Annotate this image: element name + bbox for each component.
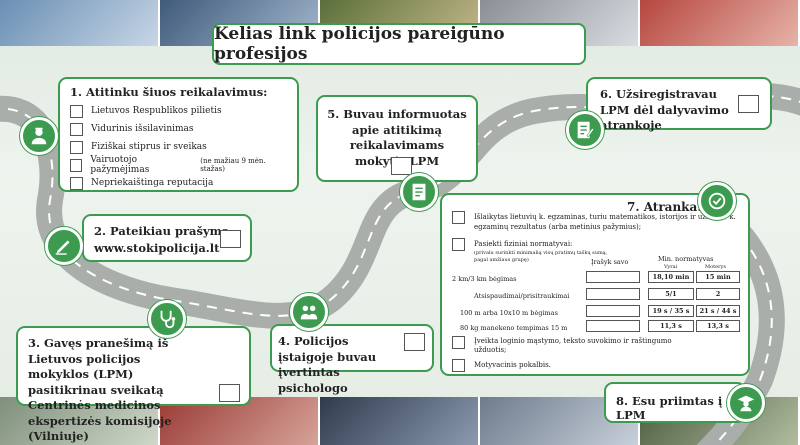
requirement-row: Nepriekaištinga reputacija bbox=[70, 174, 287, 192]
photo-shooting bbox=[0, 0, 160, 46]
step-2-link[interactable]: www.stokipolicija.lt bbox=[94, 241, 220, 255]
step-4-checkbox[interactable] bbox=[404, 333, 425, 351]
requirement-label: Nepriekaištinga reputacija bbox=[91, 178, 214, 188]
women-norm: 15 min bbox=[696, 271, 740, 283]
col-min-header: Min. normatyvas bbox=[658, 255, 714, 263]
exam-text: Išlaikytas lietuvių k. egzaminas, turiu … bbox=[474, 213, 736, 231]
interview-checkbox[interactable] bbox=[452, 359, 465, 372]
step-5-checkbox[interactable] bbox=[391, 157, 412, 175]
fitness-row-label: 2 km/3 km bėgimas bbox=[452, 275, 517, 283]
requirement-row: Fiziškai stiprus ir sveikas bbox=[70, 138, 287, 156]
logic-text: Įveikta loginio mąstymo, teksto suvokimo… bbox=[474, 337, 672, 355]
fitness-row-label: 80 kg manekeno tempimas 15 m bbox=[460, 324, 568, 332]
requirement-checkbox[interactable] bbox=[70, 176, 83, 190]
step-3-text: 3. Gavęs pranešimą iš Lietuvos policijos… bbox=[28, 336, 172, 444]
fitness-checkbox[interactable] bbox=[452, 238, 465, 251]
requirement-row: Vairuotojo pažymėjimas (ne mažiau 9 mėn.… bbox=[70, 155, 287, 175]
requirement-label: Fiziškai stiprus ir sveikas bbox=[91, 142, 207, 152]
step-1-heading: 1. Atitinku šiuos reikalavimus: bbox=[70, 85, 268, 99]
men-norm: 18,10 min bbox=[648, 271, 694, 283]
photo-police-cars bbox=[320, 397, 480, 445]
requirement-row: Lietuvos Respublikos pilietis bbox=[70, 102, 287, 120]
page-title: Kelias link policijos pareigūno profesij… bbox=[212, 23, 586, 65]
fitness-note: (privalu surinkti minimalią visų pratimų… bbox=[474, 250, 608, 263]
interview-text: Motyvacinis pokalbis. bbox=[474, 361, 551, 369]
check-badge-icon bbox=[698, 182, 736, 220]
step-7-box: 7. Atranka: Išlaikytas lietuvių k. egzam… bbox=[440, 193, 750, 376]
requirement-checkbox[interactable] bbox=[70, 158, 83, 172]
step-8-box: 8. Esu priimtas į LPM bbox=[604, 382, 746, 423]
fitness-text: Pasiekti fiziniai normatyvai: bbox=[474, 240, 573, 248]
photo-track bbox=[640, 0, 800, 46]
men-norm: 19 s / 35 s bbox=[648, 305, 694, 317]
step-2-checkbox[interactable] bbox=[220, 230, 241, 248]
step-3-box: 3. Gavęs pranešimą iš Lietuvos policijos… bbox=[16, 326, 251, 443]
people-icon bbox=[290, 293, 328, 331]
document-icon bbox=[400, 173, 438, 211]
step-4-box: 4. Policijos įstaigoje buvau įvertintas … bbox=[270, 324, 434, 395]
step-5-box: 5. Buvau informuotas apie atitikimą reik… bbox=[316, 95, 478, 182]
step-8-text: 8. Esu priimtas į LPM bbox=[616, 394, 723, 422]
women-norm: 2 bbox=[696, 288, 740, 300]
step-5-text: 5. Buvau informuotas apie atitikimą reik… bbox=[327, 107, 467, 168]
form-icon bbox=[566, 111, 604, 149]
step-4-text: 4. Policijos įstaigoje buvau įvertintas … bbox=[278, 334, 377, 395]
own-result-input[interactable] bbox=[586, 305, 640, 317]
step-6-checkbox[interactable] bbox=[738, 95, 759, 113]
step-6-text: 6. Užsiregistravau LPM dėl dalyvavimo at… bbox=[600, 87, 729, 133]
step-2-title: 2. Pateikiau prašymą bbox=[94, 224, 230, 238]
requirement-row: Vidurinis išsilavinimas bbox=[70, 120, 287, 138]
logic-checkbox[interactable] bbox=[452, 336, 465, 349]
requirement-label: Lietuvos Respublikos pilietis bbox=[91, 106, 222, 116]
col-women-header: Moterys bbox=[705, 264, 726, 270]
own-result-input[interactable] bbox=[586, 271, 640, 283]
graduate-icon bbox=[727, 384, 765, 422]
men-norm: 11,3 s bbox=[648, 320, 694, 332]
requirement-checkbox[interactable] bbox=[70, 122, 83, 136]
own-result-input[interactable] bbox=[586, 320, 640, 332]
stethoscope-icon bbox=[148, 300, 186, 338]
fitness-row-label: 100 m arba 10x10 m bėgimas bbox=[460, 309, 558, 317]
women-norm: 13,3 s bbox=[696, 320, 740, 332]
step-1-box: 1. Atitinku šiuos reikalavimus: Lietuvos… bbox=[58, 77, 299, 192]
own-result-input[interactable] bbox=[586, 288, 640, 300]
step-2-box: 2. Pateikiau prašymą www.stokipolicija.l… bbox=[82, 214, 252, 262]
pen-icon bbox=[45, 227, 83, 265]
col-own-header: Įrašyk savo bbox=[591, 258, 629, 266]
fitness-row-label: Atsispaudimai/prisitraukimai bbox=[474, 292, 570, 300]
exam-checkbox[interactable] bbox=[452, 211, 465, 224]
requirement-label: Vidurinis išsilavinimas bbox=[91, 124, 194, 134]
requirement-checkbox[interactable] bbox=[70, 104, 83, 118]
officer-icon bbox=[20, 117, 58, 155]
requirement-checkbox[interactable] bbox=[70, 140, 83, 154]
col-men-header: Vyrai bbox=[664, 264, 678, 270]
men-norm: 5/1 bbox=[648, 288, 694, 300]
requirement-label: Vairuotojo pažymėjimas bbox=[90, 155, 150, 175]
women-norm: 21 s / 44 s bbox=[696, 305, 740, 317]
step-3-checkbox[interactable] bbox=[219, 384, 240, 402]
requirement-note: (ne mažiau 9 mėn. stažas) bbox=[200, 157, 266, 173]
step-6-box: 6. Užsiregistravau LPM dėl dalyvavimo at… bbox=[586, 77, 772, 132]
step-7-heading: 7. Atranka: bbox=[627, 200, 702, 214]
